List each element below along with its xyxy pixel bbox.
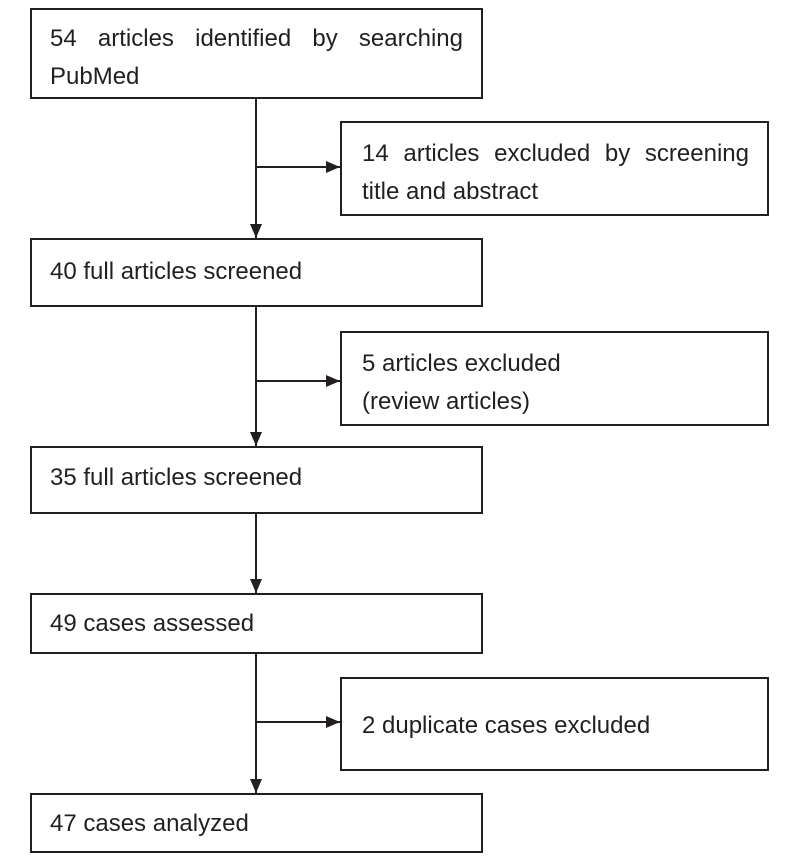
excluded-review-text-line-1: 5 articles excluded <box>362 350 561 377</box>
identified-text-line-2: PubMed <box>50 63 140 90</box>
excluded-screening-text-line-2: title and abstract <box>362 178 539 205</box>
full-screened-box-1: 40 full articles screened <box>30 238 483 307</box>
duplicates-excluded-box: 2 duplicate cases excluded <box>340 677 769 771</box>
identified-text-line-1: 54 articles identified by searching <box>50 25 463 52</box>
cases-assessed-text: 49 cases assessed <box>50 610 255 637</box>
full-screened-text-2: 35 full articles screened <box>50 464 303 491</box>
duplicates-excluded-text: 2 duplicate cases excluded <box>362 712 651 739</box>
excluded-review-box: 5 articles excluded (review articles) <box>340 331 769 426</box>
excluded-screening-text-line-1: 14 articles excluded by screening <box>362 140 749 167</box>
excluded-review-text-line-2: (review articles) <box>362 388 531 415</box>
cases-analyzed-box: 47 cases analyzed <box>30 793 483 853</box>
full-screened-box-2: 35 full articles screened <box>30 446 483 514</box>
full-screened-text-1: 40 full articles screened <box>50 258 303 285</box>
cases-assessed-box: 49 cases assessed <box>30 593 483 654</box>
excluded-screening-box: 14 articles excluded by screening title … <box>340 121 769 216</box>
identified-box: 54 articles identified by searching PubM… <box>30 8 483 99</box>
cases-analyzed-text: 47 cases analyzed <box>50 810 249 837</box>
